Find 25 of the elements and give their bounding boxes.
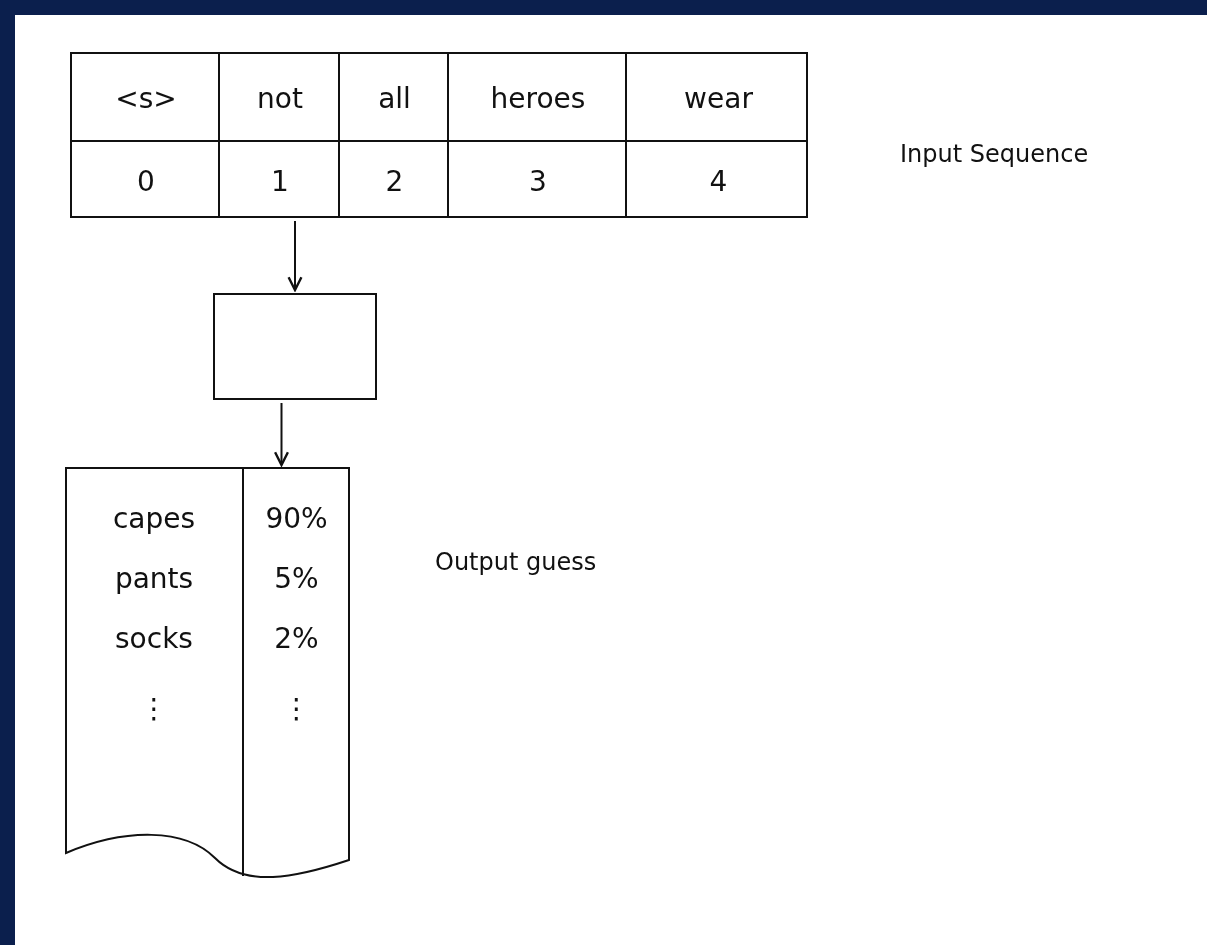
position-number: 0	[136, 164, 156, 198]
word-text: ⋮	[139, 690, 169, 727]
probability-text: ⋮	[281, 690, 312, 727]
token-text: not	[256, 80, 304, 117]
token-text: all	[377, 80, 412, 117]
word-text: pants	[113, 560, 195, 597]
position-number: 1	[270, 164, 290, 198]
position-number: 3	[528, 164, 548, 198]
arrow	[273, 402, 290, 467]
model-box	[213, 293, 377, 400]
probability-text: 2%	[273, 620, 320, 657]
token-text: <s>	[114, 80, 178, 117]
position-number: 4	[708, 164, 729, 198]
position-number: 2	[384, 164, 405, 198]
probability-text: 5%	[273, 560, 320, 597]
token-text: heroes	[489, 80, 587, 117]
word-text: capes	[111, 500, 197, 537]
word-text: socks	[114, 620, 194, 657]
output-list-table	[65, 468, 350, 880]
token-text: wear	[683, 80, 754, 117]
probability-text: 90%	[264, 500, 329, 537]
side-label: Output guess	[435, 548, 597, 576]
side-label: Input Sequence	[900, 140, 1089, 168]
arrow	[287, 220, 303, 292]
token-table	[70, 52, 808, 218]
